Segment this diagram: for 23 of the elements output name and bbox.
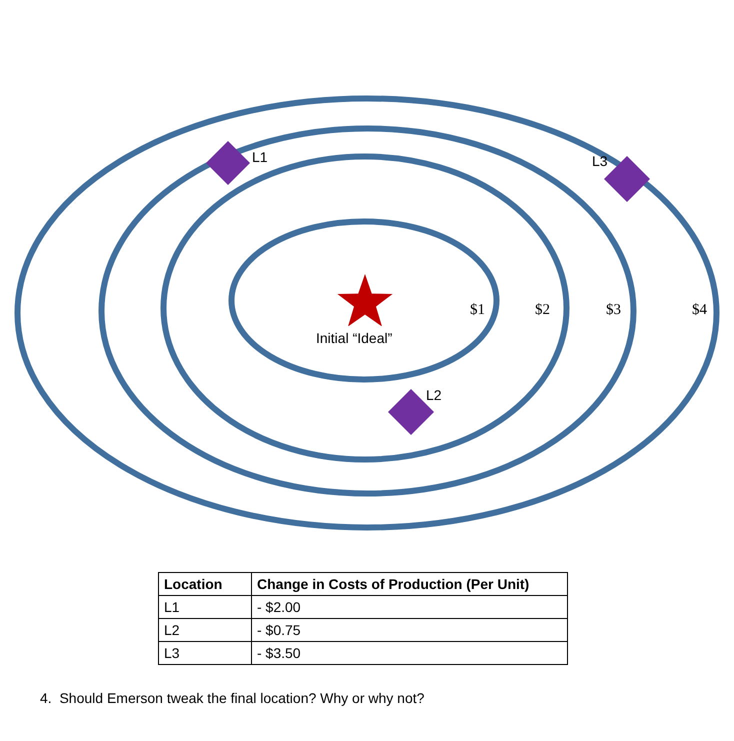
- cost-ring: [14, 95, 720, 531]
- cost-label: $4: [692, 302, 707, 318]
- table-cell: - $2.00: [252, 596, 568, 618]
- location-label: L3: [592, 153, 608, 169]
- diamond-marker: [206, 141, 250, 185]
- cost-ring: [160, 153, 570, 463]
- cost-label: $1: [470, 302, 485, 318]
- cost-label: $3: [606, 302, 621, 318]
- point-label: Initial “Ideal”: [316, 330, 392, 346]
- location-label: L1: [252, 149, 268, 165]
- table-cell: - $3.50: [252, 642, 568, 664]
- cost-ring: [228, 218, 500, 383]
- cost-label: $2: [535, 302, 550, 318]
- cost-ring: [98, 125, 637, 497]
- table-cell: L2: [158, 618, 252, 642]
- location-label: L2: [426, 387, 442, 403]
- table-cell: L1: [158, 596, 252, 618]
- star-icon: [336, 274, 394, 326]
- table-cell: - $0.75: [252, 618, 568, 642]
- table-cell: L3: [158, 642, 252, 664]
- table-header: Change in Costs of Production (Per Unit): [252, 572, 568, 596]
- table-header: Location: [158, 572, 252, 596]
- question-text: 4. Should Emerson tweak the final location? Why or why not?: [40, 690, 424, 706]
